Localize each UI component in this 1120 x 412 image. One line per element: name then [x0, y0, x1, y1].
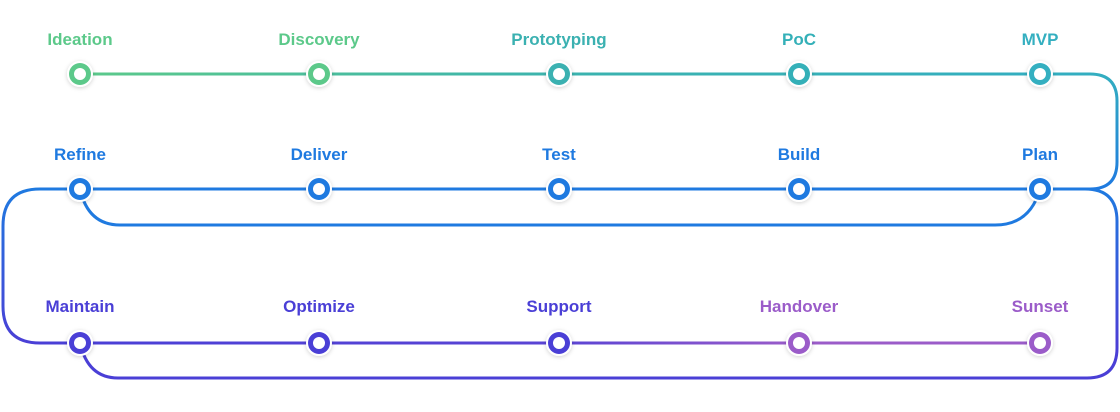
stage-label-sunset: Sunset — [1012, 297, 1069, 316]
stage-label-refine: Refine — [54, 145, 106, 164]
stage-node-prototyping — [546, 61, 572, 87]
stage-node-center — [1034, 183, 1046, 195]
stage-node-center — [793, 337, 805, 349]
stage-node-center — [553, 183, 565, 195]
stage-node-center — [1034, 337, 1046, 349]
stage-node-center — [313, 183, 325, 195]
stage-node-build — [786, 176, 812, 202]
stage-node-deliver — [306, 176, 332, 202]
stage-node-optimize — [306, 330, 332, 356]
stage-label-ideation: Ideation — [47, 30, 112, 49]
stage-label-optimize: Optimize — [283, 297, 355, 316]
connector-plan-to-maintain — [78, 187, 1119, 380]
stage-node-maintain — [67, 330, 93, 356]
stage-label-test: Test — [542, 145, 576, 164]
stage-node-center — [74, 183, 86, 195]
stage-label-plan: Plan — [1022, 145, 1058, 164]
stage-label-build: Build — [778, 145, 821, 164]
stage-node-center — [74, 68, 86, 80]
stage-node-poc — [786, 61, 812, 87]
stage-label-support: Support — [526, 297, 591, 316]
stage-label-handover: Handover — [760, 297, 839, 316]
stage-node-center — [553, 68, 565, 80]
stage-node-ideation — [67, 61, 93, 87]
stage-node-center — [1034, 68, 1046, 80]
stage-node-center — [313, 68, 325, 80]
stage-node-discovery — [306, 61, 332, 87]
connector-refine-to-maintain — [1, 187, 80, 345]
stage-node-center — [793, 68, 805, 80]
stage-label-maintain: Maintain — [46, 297, 115, 316]
stage-labels: Ideation Discovery Prototyping PoC MVP Refine… — [46, 30, 1069, 316]
stage-node-center — [74, 337, 86, 349]
stage-label-deliver: Deliver — [291, 145, 348, 164]
stage-node-plan — [1027, 176, 1053, 202]
stage-node-refine — [67, 176, 93, 202]
stage-nodes — [67, 61, 1053, 356]
stage-label-discovery: Discovery — [278, 30, 360, 49]
stage-node-sunset — [1027, 330, 1053, 356]
stage-node-mvp — [1027, 61, 1053, 87]
stage-label-prototyping: Prototyping — [511, 30, 606, 49]
stage-node-support — [546, 330, 572, 356]
stage-node-center — [313, 337, 325, 349]
stage-node-center — [793, 183, 805, 195]
stage-node-test — [546, 176, 572, 202]
stage-label-poc: PoC — [782, 30, 816, 49]
connector-mvp-to-plan — [1040, 72, 1119, 191]
stage-node-handover — [786, 330, 812, 356]
stage-node-center — [553, 337, 565, 349]
row-2-return-arc — [78, 188, 1042, 227]
stage-label-mvp: MVP — [1022, 30, 1059, 49]
